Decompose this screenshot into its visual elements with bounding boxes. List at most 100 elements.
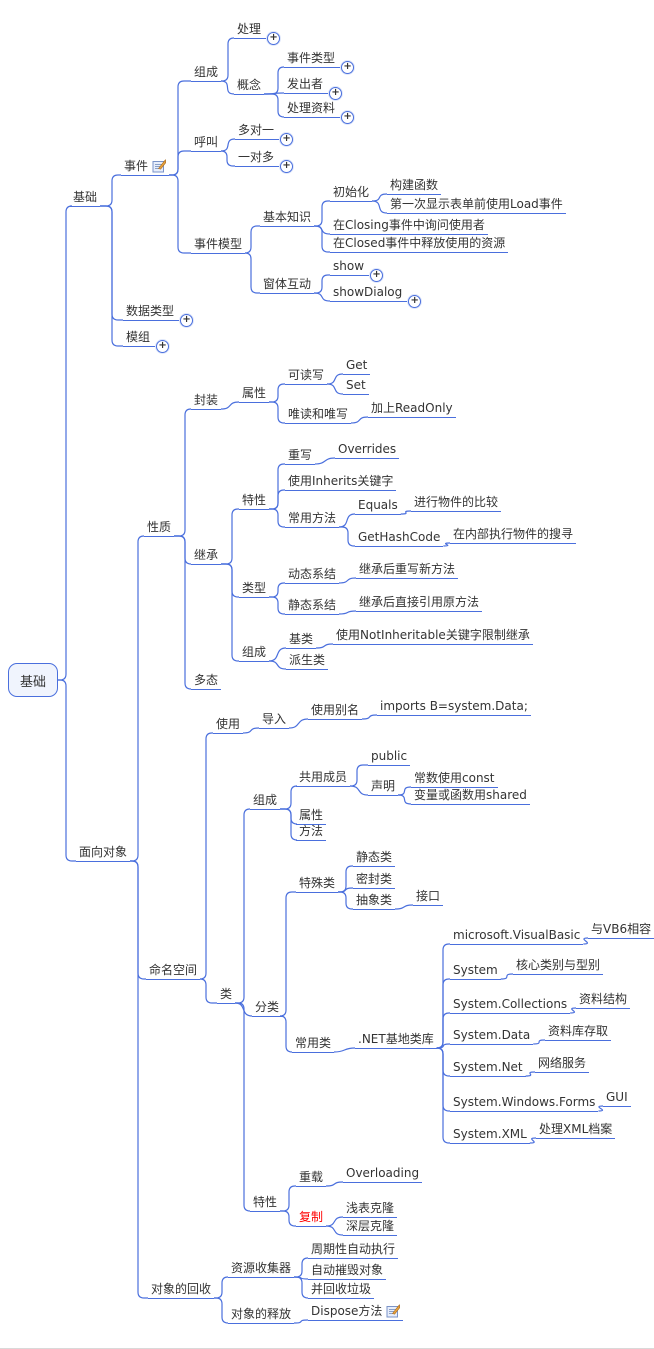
node-class-attribute[interactable]: 属性: [296, 808, 327, 825]
node-sender[interactable]: 发出者+: [284, 77, 343, 100]
fold-icon[interactable]: +: [341, 111, 355, 124]
node-system-note[interactable]: 核心类别与型别: [513, 958, 604, 975]
fold-icon[interactable]: +: [180, 314, 194, 327]
node-system-forms[interactable]: System.Windows.Forms: [450, 1095, 599, 1112]
fold-icon[interactable]: +: [370, 269, 384, 282]
node-dynamic-binding[interactable]: 动态系结: [285, 567, 340, 584]
node-load-event[interactable]: 第一次显示表单前使用Load事件: [387, 197, 566, 214]
node-show-dialog[interactable]: showDialog+: [330, 285, 422, 308]
node-readonly[interactable]: 唯读和唯写: [285, 407, 352, 424]
node-collections-note[interactable]: 资料结构: [576, 992, 631, 1009]
node-override[interactable]: 重写: [285, 448, 316, 465]
node-event-type[interactable]: 事件类型+: [284, 51, 355, 74]
node-closed[interactable]: 在Closed事件中释放使用的资源: [330, 236, 509, 253]
node-polymorphism[interactable]: 多态: [191, 673, 222, 690]
node-derived-class[interactable]: 派生类: [286, 653, 329, 670]
node-event-data[interactable]: 处理资料+: [284, 101, 355, 124]
root-node[interactable]: 基础: [8, 663, 58, 697]
node-xml-note[interactable]: 处理XML档案: [536, 1122, 616, 1139]
node-method[interactable]: 方法: [296, 824, 327, 841]
node-data-types[interactable]: 数据类型+: [123, 304, 194, 327]
node-form-interaction[interactable]: 窗体互动: [260, 277, 315, 294]
node-system-xml[interactable]: System.XML: [450, 1127, 530, 1144]
node-traits[interactable]: 特性: [239, 493, 270, 510]
node-overrides[interactable]: Overrides: [335, 442, 400, 459]
node-forms-note[interactable]: GUI: [603, 1090, 631, 1107]
node-modules[interactable]: 模组+: [123, 330, 170, 353]
node-recycle[interactable]: 对象的回收: [148, 1282, 215, 1299]
node-gethashcode[interactable]: GetHashCode: [355, 530, 444, 547]
node-overload[interactable]: 重载: [296, 1170, 327, 1187]
node-vb6-note[interactable]: 与VB6相容: [588, 922, 654, 939]
node-oop[interactable]: 面向对象: [76, 845, 131, 862]
node-periodic[interactable]: 周期性自动执行: [308, 1242, 399, 1259]
fold-icon[interactable]: +: [156, 340, 170, 353]
node-collector[interactable]: 资源收集器: [228, 1261, 295, 1278]
node-abstract-class[interactable]: 抽象类: [353, 893, 396, 910]
node-equals[interactable]: Equals: [355, 498, 401, 515]
node-call[interactable]: 呼叫: [191, 135, 222, 152]
node-common-class[interactable]: 常用类: [292, 1036, 335, 1053]
node-release[interactable]: 对象的释放: [228, 1307, 295, 1324]
node-system-data[interactable]: System.Data: [450, 1028, 534, 1045]
fold-icon[interactable]: +: [408, 295, 422, 308]
node-show[interactable]: show+: [330, 259, 384, 282]
node-declaration[interactable]: 声明: [368, 779, 399, 796]
node-classification[interactable]: 分类: [252, 1000, 283, 1017]
node-basic-knowledge[interactable]: 基本知识: [260, 210, 315, 227]
node-readwrite[interactable]: 可读写: [285, 368, 328, 385]
node-net-note[interactable]: 网络服务: [535, 1056, 590, 1073]
node-common-methods[interactable]: 常用方法: [285, 511, 340, 528]
node-static-class[interactable]: 静态类: [353, 850, 396, 867]
node-inherits-keyword[interactable]: 使用Inherits关键字: [285, 474, 397, 491]
node-gethashcode-note[interactable]: 在内部执行物件的搜寻: [450, 527, 577, 544]
node-overloading[interactable]: Overloading: [343, 1166, 423, 1183]
fold-icon[interactable]: +: [341, 61, 355, 74]
node-interface[interactable]: 接口: [413, 889, 444, 906]
node-public[interactable]: public: [368, 749, 411, 766]
node-inheritance[interactable]: 继承: [191, 548, 222, 565]
node-deep-clone[interactable]: 深层克隆: [343, 1219, 398, 1236]
fold-icon[interactable]: +: [267, 32, 281, 45]
node-constructor[interactable]: 构建函数: [387, 178, 442, 195]
node-sealed-class[interactable]: 密封类: [353, 872, 396, 889]
node-import-example[interactable]: imports B=system.Data;: [377, 699, 531, 716]
node-shallow-clone[interactable]: 浅表克隆: [343, 1201, 398, 1218]
node-closing[interactable]: 在Closing事件中询问使用者: [330, 218, 488, 235]
node-inherit-composition[interactable]: 组成: [239, 645, 270, 662]
node-system-net[interactable]: System.Net: [450, 1060, 526, 1077]
node-shared-members[interactable]: 共用成员: [296, 770, 351, 787]
node-const[interactable]: 常数使用const: [411, 771, 498, 788]
node-usage[interactable]: 使用: [213, 717, 244, 734]
node-collections[interactable]: System.Collections: [450, 997, 571, 1014]
node-class-composition[interactable]: 组成: [250, 793, 281, 810]
node-ms-visualbasic[interactable]: microsoft.VisualBasic: [450, 928, 584, 945]
node-types[interactable]: 类型: [239, 581, 270, 598]
node-destroy[interactable]: 自动摧毁对象: [308, 1263, 387, 1280]
node-base-class-note[interactable]: 使用NotInheritable关键字限制继承: [333, 628, 533, 645]
node-alias[interactable]: 使用别名: [308, 703, 363, 720]
node-event-model[interactable]: 事件模型: [191, 237, 246, 254]
fold-icon[interactable]: +: [280, 160, 294, 173]
node-dotnet-library[interactable]: .NET基地类库: [355, 1032, 437, 1049]
node-system[interactable]: System: [450, 963, 501, 980]
node-equals-note[interactable]: 进行物件的比较: [411, 495, 502, 512]
node-class[interactable]: 类: [217, 987, 236, 1004]
node-set[interactable]: Set: [343, 378, 369, 395]
node-static-binding[interactable]: 静态系结: [285, 598, 340, 615]
node-nature[interactable]: 性质: [144, 520, 175, 537]
node-handle[interactable]: 处理+: [234, 22, 281, 45]
node-basics[interactable]: 基础: [70, 190, 101, 207]
node-one-to-many[interactable]: 一对多+: [235, 150, 294, 173]
fold-icon[interactable]: +: [329, 87, 343, 100]
node-get[interactable]: Get: [343, 358, 371, 375]
node-concept[interactable]: 概念: [234, 78, 265, 95]
node-namespace[interactable]: 命名空间: [146, 963, 201, 980]
node-init[interactable]: 初始化: [330, 185, 373, 202]
node-attribute[interactable]: 属性: [239, 386, 270, 403]
node-import[interactable]: 导入: [259, 712, 290, 729]
node-special-class[interactable]: 特殊类: [296, 876, 339, 893]
node-event[interactable]: 事件: [121, 159, 170, 176]
node-dynamic-note[interactable]: 继承后重写新方法: [356, 562, 459, 579]
node-copy[interactable]: 复制: [296, 1210, 327, 1227]
